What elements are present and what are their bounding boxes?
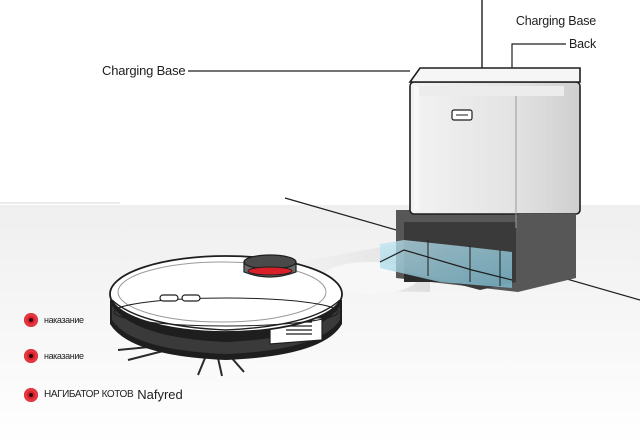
red-bullet-icon [24,349,38,363]
bullet-text-3: НАГИБАТОР КОТОВ [44,389,134,400]
label-charging-base-top: Charging Base [515,14,596,28]
bullet-text-1: наказание [44,315,84,325]
red-bullet-icon [24,313,38,327]
red-bullet-icon [24,387,38,402]
bullet-text-3-strong: Nafyred [137,387,183,402]
bullet-item-2: наказание [24,349,84,363]
label-charging-base-left: Charging Base [102,63,186,78]
bullet-item-3: НАГИБАТОР КОТОВ Nafyred [24,387,183,402]
bullet-item-1: наказание [24,313,84,327]
charging-dock-icon [379,67,581,292]
leader-line-back [511,43,566,68]
bullet-text-2: наказание [44,351,84,361]
label-back: Back [569,37,596,51]
robot-vacuum-icon [109,254,343,377]
